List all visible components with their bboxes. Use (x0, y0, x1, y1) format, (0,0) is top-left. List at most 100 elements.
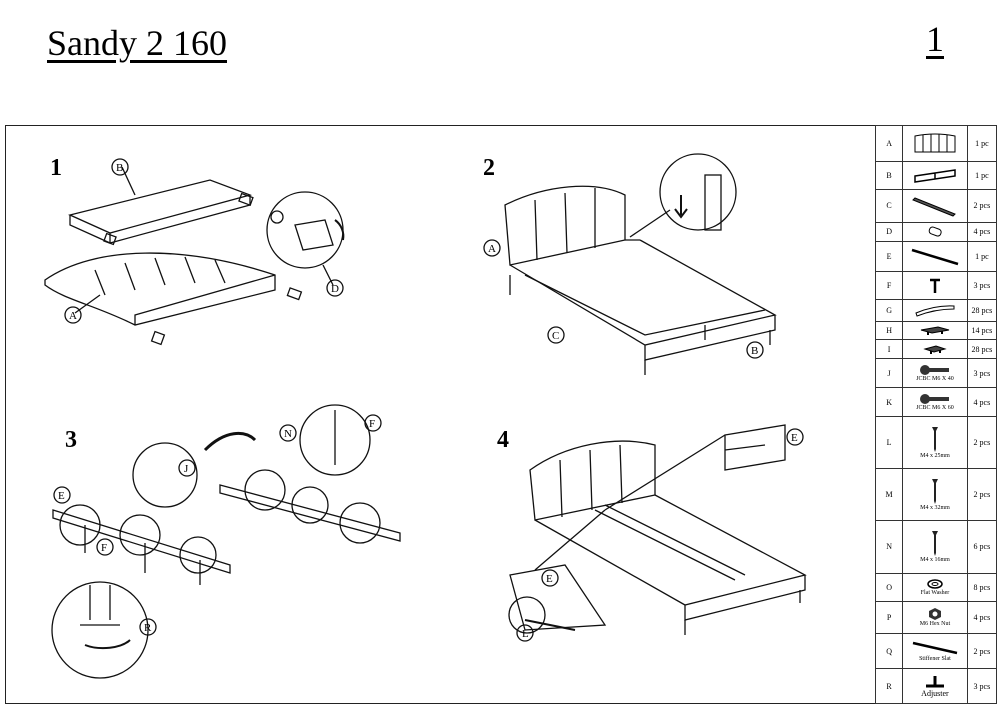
callout-e: E (791, 432, 798, 444)
part-row-f: F 3 pcs (874, 271, 998, 300)
part-letter: K (874, 387, 904, 418)
hex-nut-icon (903, 607, 967, 621)
step-3-callouts: J E F R N F (53, 414, 382, 636)
part-letter: H (874, 320, 904, 341)
washer-icon (903, 578, 967, 590)
part-caption: M4 x 25mm (920, 453, 950, 460)
part-letter: A (874, 124, 904, 163)
part-image: Flat Washer (902, 572, 968, 603)
part-row-i: I 28 pcs (874, 339, 998, 360)
part-image (902, 320, 968, 341)
part-image (902, 222, 968, 242)
part-row-b: B 1 pc (874, 161, 998, 190)
slat-holder-icon (903, 343, 967, 355)
part-quantity: 3 pcs (966, 271, 998, 300)
step-1-number: 1 (50, 155, 62, 181)
part-image: Stiffener Slat (902, 633, 968, 670)
step-1-callouts: B A D (64, 158, 344, 324)
part-letter: N (874, 520, 904, 574)
part-letter: E (874, 240, 904, 273)
part-letter: I (874, 339, 904, 360)
double-slat-holder-icon (903, 324, 967, 336)
part-image: M4 x 16mm (902, 520, 968, 574)
document-title: Sandy 2 160 (47, 23, 227, 63)
part-letter: R (874, 668, 904, 704)
part-image: M6 Hex Nut (902, 601, 968, 635)
part-image: Adjuster (902, 668, 968, 704)
callout-c: C (552, 330, 559, 342)
screw-icon (903, 425, 967, 453)
part-quantity: 28 pcs (966, 339, 998, 360)
part-caption: Flat Washer (920, 590, 950, 596)
callout-l: L (522, 628, 529, 640)
part-image: M4 x 25mm (902, 416, 968, 470)
part-quantity: 4 pcs (966, 222, 998, 242)
step-4-callouts: E E L (516, 428, 804, 642)
part-row-m: M M4 x 32mm 2 pcs (874, 468, 998, 522)
part-letter: O (874, 572, 904, 603)
part-image: JCBC M6 X 40 (902, 358, 968, 389)
callout-r: R (144, 622, 152, 634)
part-quantity: 4 pcs (966, 601, 998, 635)
step-3-number: 3 (65, 427, 77, 453)
part-row-l: L M4 x 25mm 2 pcs (874, 416, 998, 470)
part-quantity: 2 pcs (966, 468, 998, 522)
part-row-n: N M4 x 16mm 6 pcs (874, 520, 998, 574)
part-letter: F (874, 271, 904, 300)
part-quantity: 6 pcs (966, 520, 998, 574)
footboard-icon (903, 166, 967, 184)
part-quantity: 1 pc (966, 124, 998, 163)
step-2-number: 2 (483, 155, 495, 181)
part-letter: M (874, 468, 904, 522)
page-number: 1 (926, 19, 944, 59)
screw-icon (903, 477, 967, 505)
part-image (902, 161, 968, 190)
part-image: JCBC M6 X 60 (902, 387, 968, 418)
part-quantity: 3 pcs (966, 668, 998, 704)
part-caption: M4 x 16mm (920, 557, 950, 564)
dowel-icon (903, 226, 967, 238)
callout-a: A (69, 310, 77, 322)
part-image (902, 124, 968, 163)
part-image: M4 x 32mm (902, 468, 968, 522)
part-row-k: K JCBC M6 X 60 4 pcs (874, 387, 998, 418)
part-image (902, 339, 968, 360)
center-beam-icon (903, 247, 967, 267)
assembly-steps: 1 2 3 4 B A D (5, 125, 875, 704)
adjuster-icon (903, 675, 967, 689)
part-row-g: G 28 pcs (874, 298, 998, 322)
part-letter: P (874, 601, 904, 635)
step-3-illustration (51, 404, 401, 679)
part-row-e: E 1 pc (874, 240, 998, 273)
part-quantity: 28 pcs (966, 298, 998, 322)
step-1-illustration (44, 166, 345, 346)
stiffener-icon (903, 640, 967, 656)
part-letter: G (874, 298, 904, 322)
part-letter: J (874, 358, 904, 389)
part-quantity: 2 pcs (966, 188, 998, 224)
part-quantity: 8 pcs (966, 572, 998, 603)
part-quantity: 3 pcs (966, 358, 998, 389)
part-caption: JCBC M6 X 60 (916, 404, 954, 411)
part-letter: B (874, 161, 904, 190)
part-row-o: O Flat Washer 8 pcs (874, 572, 998, 603)
part-caption: M6 Hex Nut (919, 621, 951, 628)
step-2-illustration (504, 153, 777, 375)
part-quantity: 1 pc (966, 240, 998, 273)
part-row-j: J JCBC M6 X 40 3 pcs (874, 358, 998, 389)
step-4-number: 4 (497, 427, 509, 453)
callout-n: N (284, 428, 292, 440)
slat-icon (903, 303, 967, 317)
part-image (902, 298, 968, 322)
instruction-frame (5, 125, 997, 704)
part-caption: Stiffener Slat (919, 655, 951, 662)
callout-a: A (488, 243, 496, 255)
step-4-illustration (508, 424, 807, 635)
part-quantity: 4 pcs (966, 387, 998, 418)
part-image (902, 188, 968, 224)
part-caption: JCBC M6 X 40 (916, 375, 954, 382)
part-quantity: 1 pc (966, 161, 998, 190)
callout-e: E (58, 490, 65, 502)
screw-icon (903, 529, 967, 557)
